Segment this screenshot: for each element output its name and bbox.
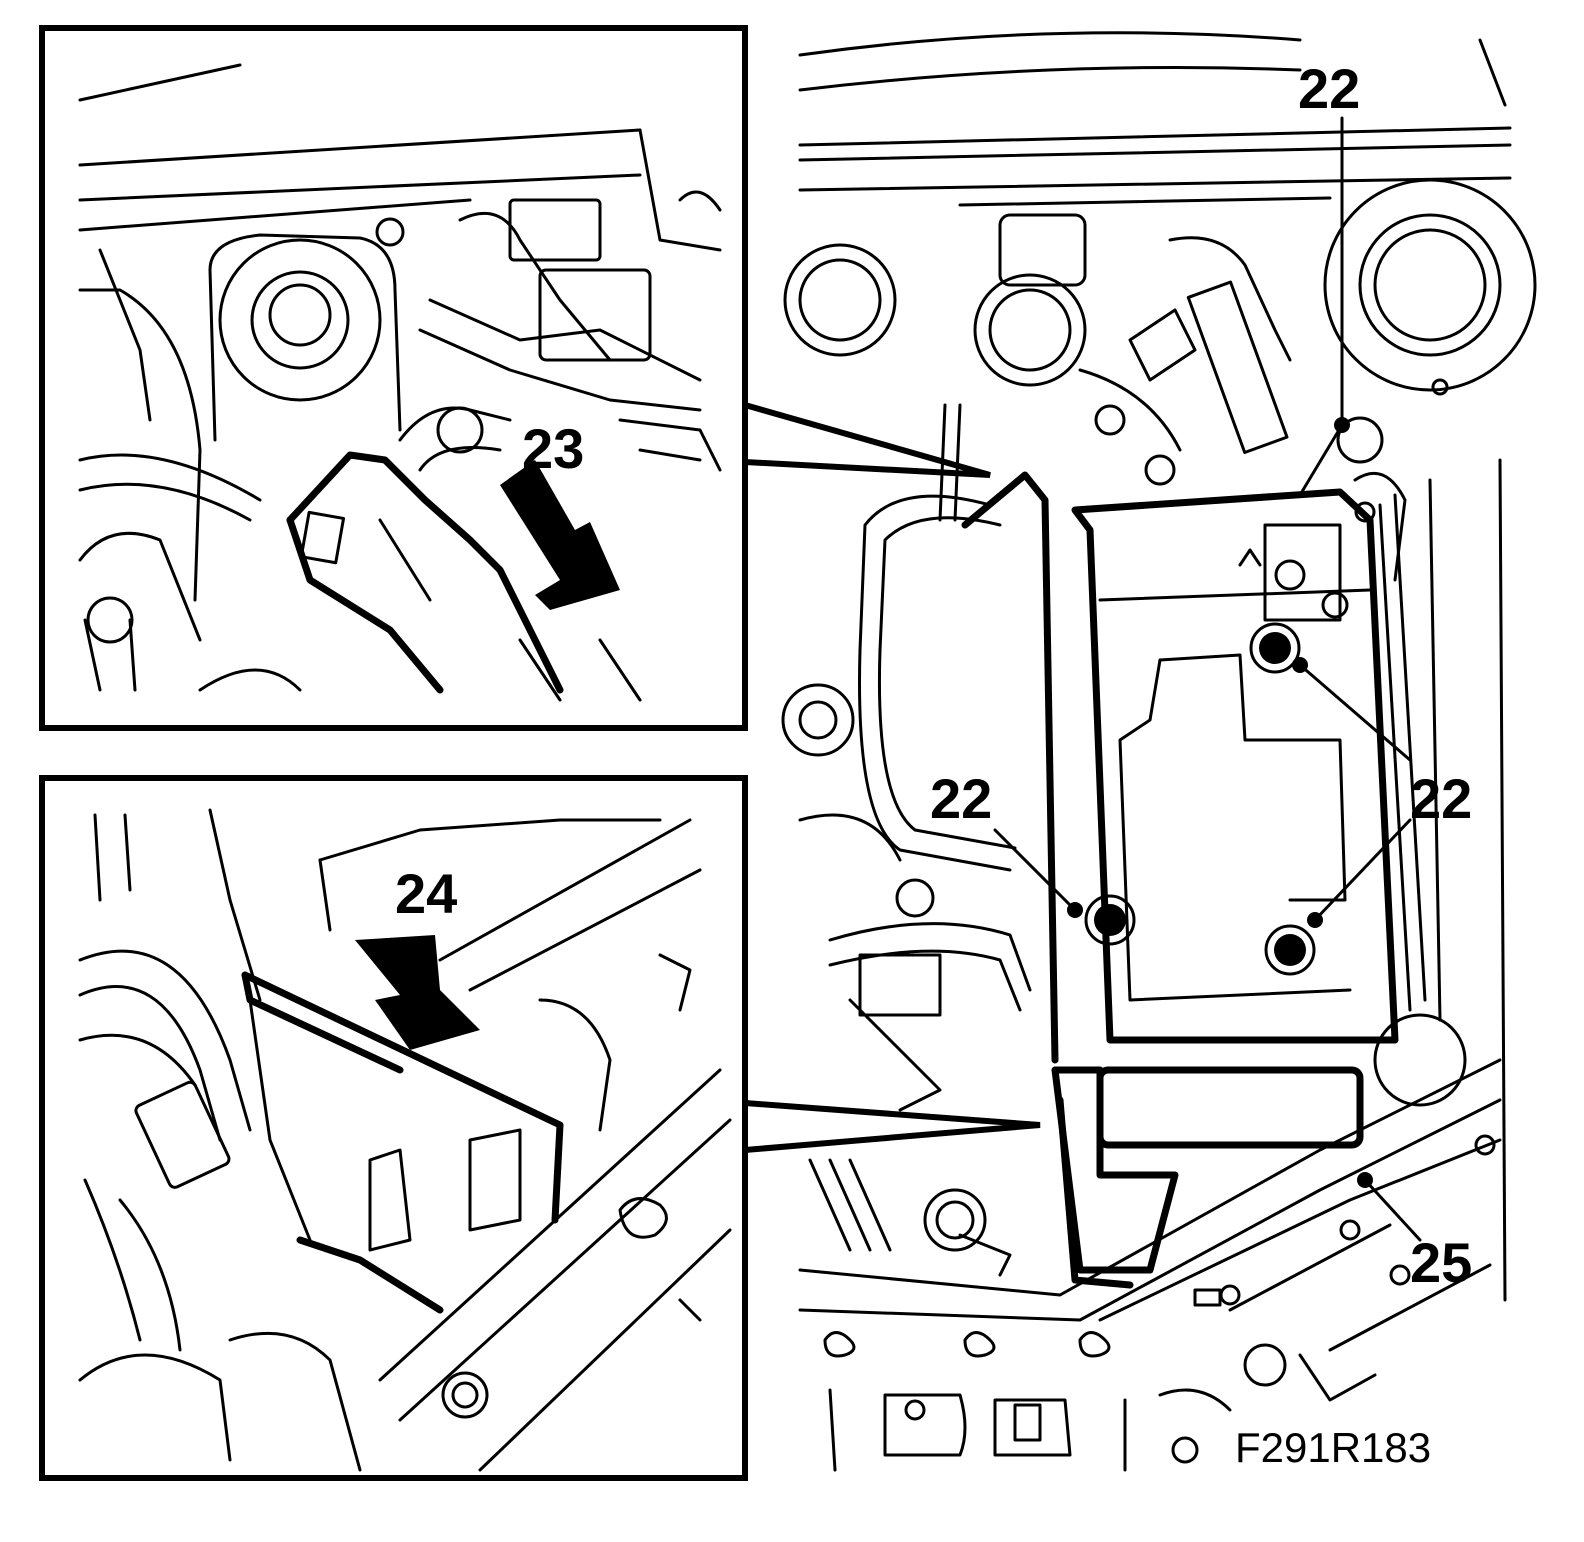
main-engine-bay-view <box>781 31 1537 1472</box>
top-inset-panel <box>39 25 748 731</box>
figure-id: F291R183 <box>1235 1424 1431 1471</box>
callout-22-top: 22 <box>1298 57 1360 120</box>
arrow-down-icon <box>355 935 480 1050</box>
arrow-down-icon <box>500 460 620 610</box>
bottom-inset-panel <box>39 775 748 1481</box>
callout-23: 23 <box>522 417 584 480</box>
callout-25: 25 <box>1410 1231 1472 1294</box>
inset-pointers <box>744 402 1041 1153</box>
callout-24: 24 <box>395 862 457 925</box>
callout-22-left: 22 <box>930 767 992 830</box>
callout-22-right: 22 <box>1410 767 1472 830</box>
